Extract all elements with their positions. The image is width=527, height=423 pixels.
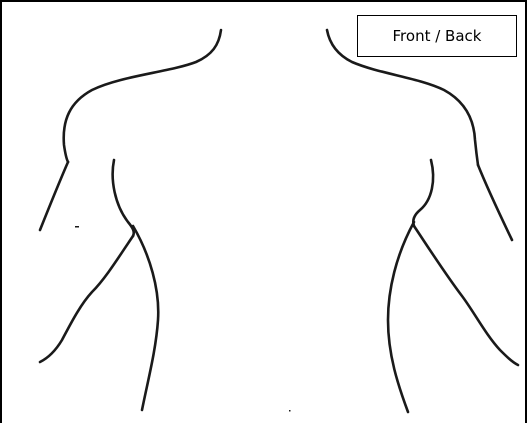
front-back-toggle-button[interactable]: Front / Back [357, 15, 517, 57]
left-forearm-inner-line [40, 236, 133, 362]
right-torso-contour-line [413, 160, 433, 226]
left-neck-shoulder-line [64, 30, 221, 162]
stray-mark [289, 410, 291, 412]
stray-mark [397, 381, 399, 383]
right-forearm-inner-line [414, 226, 518, 365]
right-side-torso-line [388, 222, 414, 412]
left-torso-contour-line [113, 160, 134, 236]
left-arm-outer-line [40, 162, 68, 230]
right-arm-outer-line [478, 165, 512, 240]
left-side-torso-line [133, 226, 158, 410]
stray-mark [75, 226, 79, 228]
